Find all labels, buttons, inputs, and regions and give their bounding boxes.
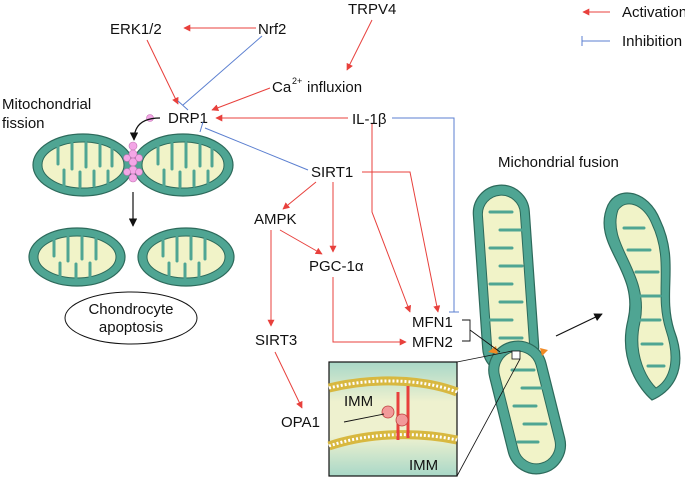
imm-bottom-label: IMM [409,457,438,474]
legend: Activation Inhibition [581,4,685,50]
arrow-pgc1a-to-mfn2 [332,277,407,346]
mfn1-label: MFN1 [412,314,453,331]
mfn2-label: MFN2 [412,334,453,351]
imm-top-label: IMM [344,393,373,410]
arrow-ca-to-drp1 [211,87,271,112]
arrow-sirt3-to-opa1 [274,351,303,409]
activation-arrows [146,19,441,409]
sirt3-label: SIRT3 [255,332,297,349]
ampk-label: AMPK [254,211,297,228]
legend-inhibition-label: Inhibition [622,33,682,50]
il1b-label: IL-1β [352,111,387,128]
arrow-sirt1-to-mfn1 [362,171,441,313]
fusion-label: Michondrial fusion [498,154,619,171]
inhibition-sirt1-drp1 [204,127,309,171]
apoptosis-label-1: Chondrocyte [88,301,173,318]
nrf2-label: Nrf2 [258,21,286,38]
arrow-erk-to-drp1 [146,39,179,105]
arrow-drp1-to-fission [129,117,161,141]
arrow-il1b-to-mfn1 [371,124,412,313]
trpv4-label: TRPV4 [348,1,396,18]
arrow-ampk-to-pgc1a [279,229,323,255]
inset-source-box [511,350,521,360]
inhibition-nrf2-drp1 [182,35,263,106]
arrow-sirt1-to-ampk [282,181,317,210]
opa1-label: OPA1 [281,414,320,431]
ca-influxion-label: Ca 2+ influxion [272,76,362,96]
svg-text:2+: 2+ [292,76,302,86]
sirt1-label: SIRT1 [311,164,353,181]
svg-text:influxion: influxion [307,79,362,96]
legend-activation-label: Activation [622,4,685,21]
drp1-label: DRP1 [168,110,208,127]
arrow-to-fused-mitochondrion [555,313,603,337]
mito-fission-label-2: fission [2,115,45,132]
fission-mitochondria [32,114,234,197]
inhibition-il1b-mfn1 [392,117,455,312]
chondrocyte-apoptosis-node: Chondrocyte apoptosis [64,291,198,345]
arrow-trpv4-to-ca [346,19,373,71]
erk-label: ERK1/2 [110,21,162,38]
svg-text:Ca: Ca [272,79,292,96]
imm-inset: IMM IMM [327,361,459,477]
inhibition-lines [177,35,459,313]
drp1-ring [123,141,143,183]
fusion-mitochondria [472,184,567,475]
fusion-mark-right-icon [540,348,548,356]
apoptosis-label-2: apoptosis [99,319,163,336]
daughter-mitochondria [28,227,235,287]
fusion-mark-left-icon [488,346,498,354]
pgc1a-label: PGC-1α [309,258,364,275]
mito-fission-label-1: Mitochondrial [2,96,91,113]
fused-mitochondrion [603,192,681,401]
